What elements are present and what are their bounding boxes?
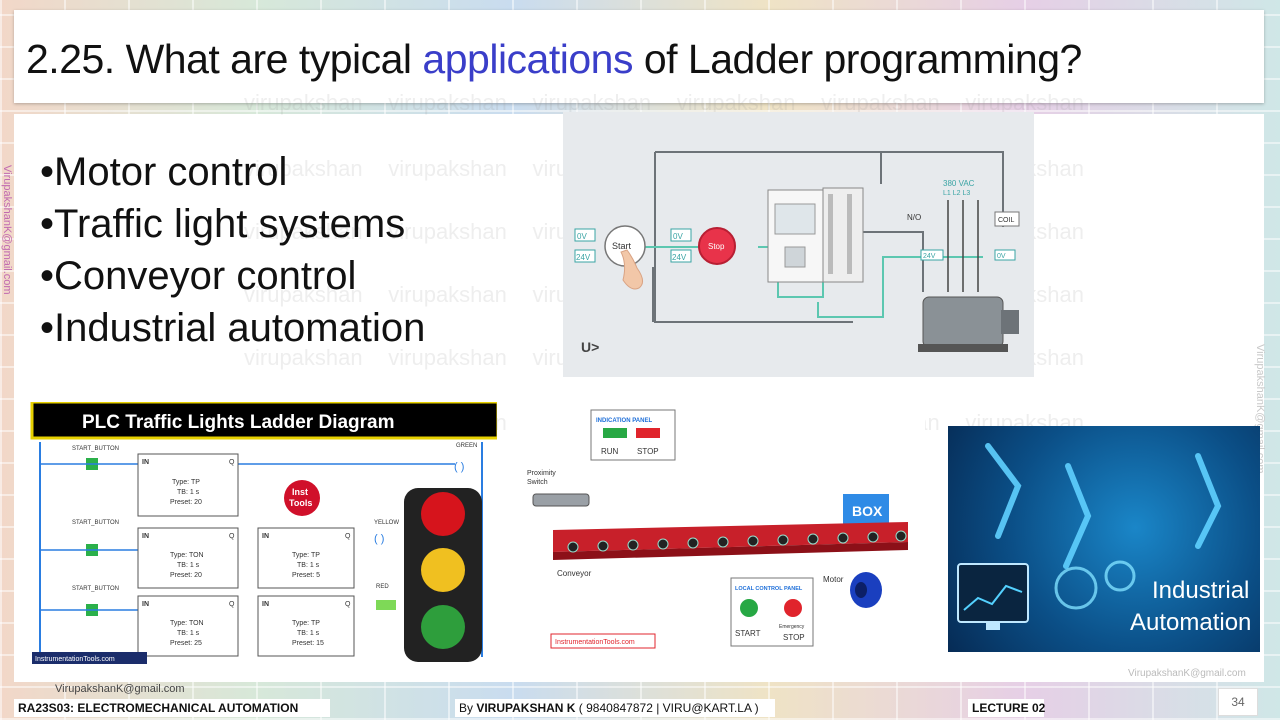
start-label-panel: START bbox=[735, 629, 761, 638]
zero-v-label-3: 0V bbox=[997, 253, 1006, 260]
tb-3: TB: 1 s bbox=[297, 562, 320, 569]
in-label-1: IN bbox=[142, 459, 149, 466]
preset-20-2: Preset: 20 bbox=[170, 572, 202, 579]
green-light bbox=[421, 605, 465, 649]
logo-line1: Inst bbox=[292, 487, 308, 497]
v24-label-3: 24V bbox=[923, 253, 936, 260]
title-prefix: 2.25. What are typical bbox=[26, 36, 423, 82]
bullet-list: Motor control Traffic light systems Conv… bbox=[40, 146, 425, 354]
author-contact: ( 9840847872 | VIRU@KART.LA ) bbox=[575, 701, 759, 715]
slide-title: 2.25. What are typical applications of L… bbox=[26, 36, 1082, 83]
bullet-item: Industrial automation bbox=[40, 302, 425, 354]
type-tp-2: Type: TP bbox=[292, 552, 320, 559]
conveyor-control-diagram: INDICATION PANEL RUN STOP Proximity Swit… bbox=[513, 402, 925, 664]
preset-5: Preset: 5 bbox=[292, 572, 320, 579]
bullet-item: Motor control bbox=[40, 146, 425, 198]
type-ton-1: Type: TON bbox=[170, 552, 204, 559]
local-panel-label: LOCAL CONTROL PANEL bbox=[735, 586, 803, 592]
motor-graphic bbox=[922, 296, 1004, 348]
footer-email: VirupakshanK@gmail.com bbox=[55, 683, 185, 695]
stop-button-graphic bbox=[698, 227, 736, 265]
start-button-label-3: START_BUTTON bbox=[72, 586, 119, 592]
red-label: RED bbox=[376, 584, 389, 590]
footer-course: RA23S03: ELECTROMECHANICAL AUTOMATION bbox=[14, 699, 330, 717]
red-light bbox=[421, 492, 465, 536]
stop-label-indicator: STOP bbox=[637, 447, 659, 456]
preset-20-1: Preset: 20 bbox=[170, 499, 202, 506]
emergency-label: Emergency bbox=[779, 624, 805, 630]
title-suffix: of Ladder programming? bbox=[632, 36, 1082, 82]
conveyor-site-label: InstrumentationTools.com bbox=[555, 639, 635, 646]
traffic-diagram-title: PLC Traffic Lights Ladder Diagram bbox=[82, 412, 395, 433]
yellow-light bbox=[421, 548, 465, 592]
indication-panel-label: INDICATION PANEL bbox=[596, 418, 652, 424]
box-graphic bbox=[843, 494, 889, 528]
traffic-site-label: InstrumentationTools.com bbox=[35, 656, 115, 663]
tb-1: TB: 1 s bbox=[177, 489, 200, 496]
bullet-item: Conveyor control bbox=[40, 250, 425, 302]
v24-label-2: 24V bbox=[672, 253, 687, 262]
type-ton-2: Type: TON bbox=[170, 620, 204, 627]
zero-v-label-2: 0V bbox=[673, 232, 683, 241]
phases-label: L1 L2 L3 bbox=[943, 190, 970, 197]
corner-email-watermark: VirupakshanK@gmail.com bbox=[1128, 668, 1246, 679]
motor-control-diagram: 0V 24V Start 0V 24V Stop 380 VAC L1 L2 L… bbox=[563, 112, 1034, 377]
title-bar: 2.25. What are typical applications of L… bbox=[14, 10, 1264, 103]
q-label-4: Q bbox=[229, 601, 235, 608]
industrial-title-line1: Industrial bbox=[1152, 577, 1249, 604]
title-highlight: applications bbox=[422, 36, 633, 82]
motor-label: Motor bbox=[823, 575, 844, 584]
traffic-light-ladder-diagram: PLC Traffic Lights Ladder Diagram START_… bbox=[30, 402, 497, 664]
inst-tools-logo bbox=[284, 480, 320, 516]
stop-label-panel: STOP bbox=[783, 633, 805, 642]
page-number: 34 bbox=[1218, 688, 1258, 716]
coil-label: COIL bbox=[998, 217, 1014, 224]
q-label-3: Q bbox=[345, 533, 351, 540]
proximity-sensor bbox=[532, 493, 590, 507]
zero-v-label: 0V bbox=[577, 232, 587, 241]
run-label: RUN bbox=[601, 447, 619, 456]
author-name: VIRUPAKSHAN K bbox=[476, 701, 576, 715]
green-label: GREEN bbox=[456, 443, 477, 449]
start-label: Start bbox=[612, 241, 632, 251]
q-label-1: Q bbox=[229, 459, 235, 466]
yellow-label: YELLOW bbox=[374, 520, 399, 526]
v24-label: 24V bbox=[576, 253, 591, 262]
stop-label: Stop bbox=[708, 242, 725, 251]
type-tp-1: Type: TP bbox=[172, 479, 200, 486]
vertical-email-watermark: VirupakshanK@gmail.com bbox=[1, 165, 13, 295]
svg-text:( ): ( ) bbox=[454, 461, 464, 473]
switch-label: Switch bbox=[527, 479, 548, 486]
logo-line2: Tools bbox=[289, 498, 312, 508]
emergency-stop-pushbutton bbox=[784, 599, 802, 617]
tb-4: TB: 1 s bbox=[177, 630, 200, 637]
tb-5: TB: 1 s bbox=[297, 630, 320, 637]
no-label: N/O bbox=[907, 213, 921, 222]
proximity-label: Proximity bbox=[527, 470, 556, 477]
in-label-2: IN bbox=[142, 533, 149, 540]
conveyor-label: Conveyor bbox=[557, 569, 592, 578]
in-label-5: IN bbox=[262, 601, 269, 608]
bullet-item: Traffic light systems bbox=[40, 198, 425, 250]
q-label-5: Q bbox=[345, 601, 351, 608]
preset-25: Preset: 25 bbox=[170, 640, 202, 647]
box-label: BOX bbox=[852, 503, 883, 519]
logo-text: U> bbox=[581, 339, 599, 355]
preset-15: Preset: 15 bbox=[292, 640, 324, 647]
type-tp-3: Type: TP bbox=[292, 620, 320, 627]
tb-2: TB: 1 s bbox=[177, 562, 200, 569]
monitor-graphic bbox=[957, 563, 1029, 623]
q-label-2: Q bbox=[229, 533, 235, 540]
start-button-label-1: START_BUTTON bbox=[72, 446, 119, 452]
start-button-label-2: START_BUTTON bbox=[72, 520, 119, 526]
vac-label: 380 VAC bbox=[943, 179, 975, 188]
industrial-title-line2: Automation bbox=[1130, 609, 1251, 636]
footer-author: By VIRUPAKSHAN K ( 9840847872 | VIRU@KAR… bbox=[455, 699, 775, 717]
in-label-4: IN bbox=[142, 601, 149, 608]
svg-text:( ): ( ) bbox=[374, 533, 384, 545]
start-pushbutton bbox=[740, 599, 758, 617]
in-label-3: IN bbox=[262, 533, 269, 540]
footer-lecture: LECTURE 02 bbox=[968, 699, 1045, 717]
industrial-automation-image: Industrial Automation bbox=[948, 426, 1260, 652]
